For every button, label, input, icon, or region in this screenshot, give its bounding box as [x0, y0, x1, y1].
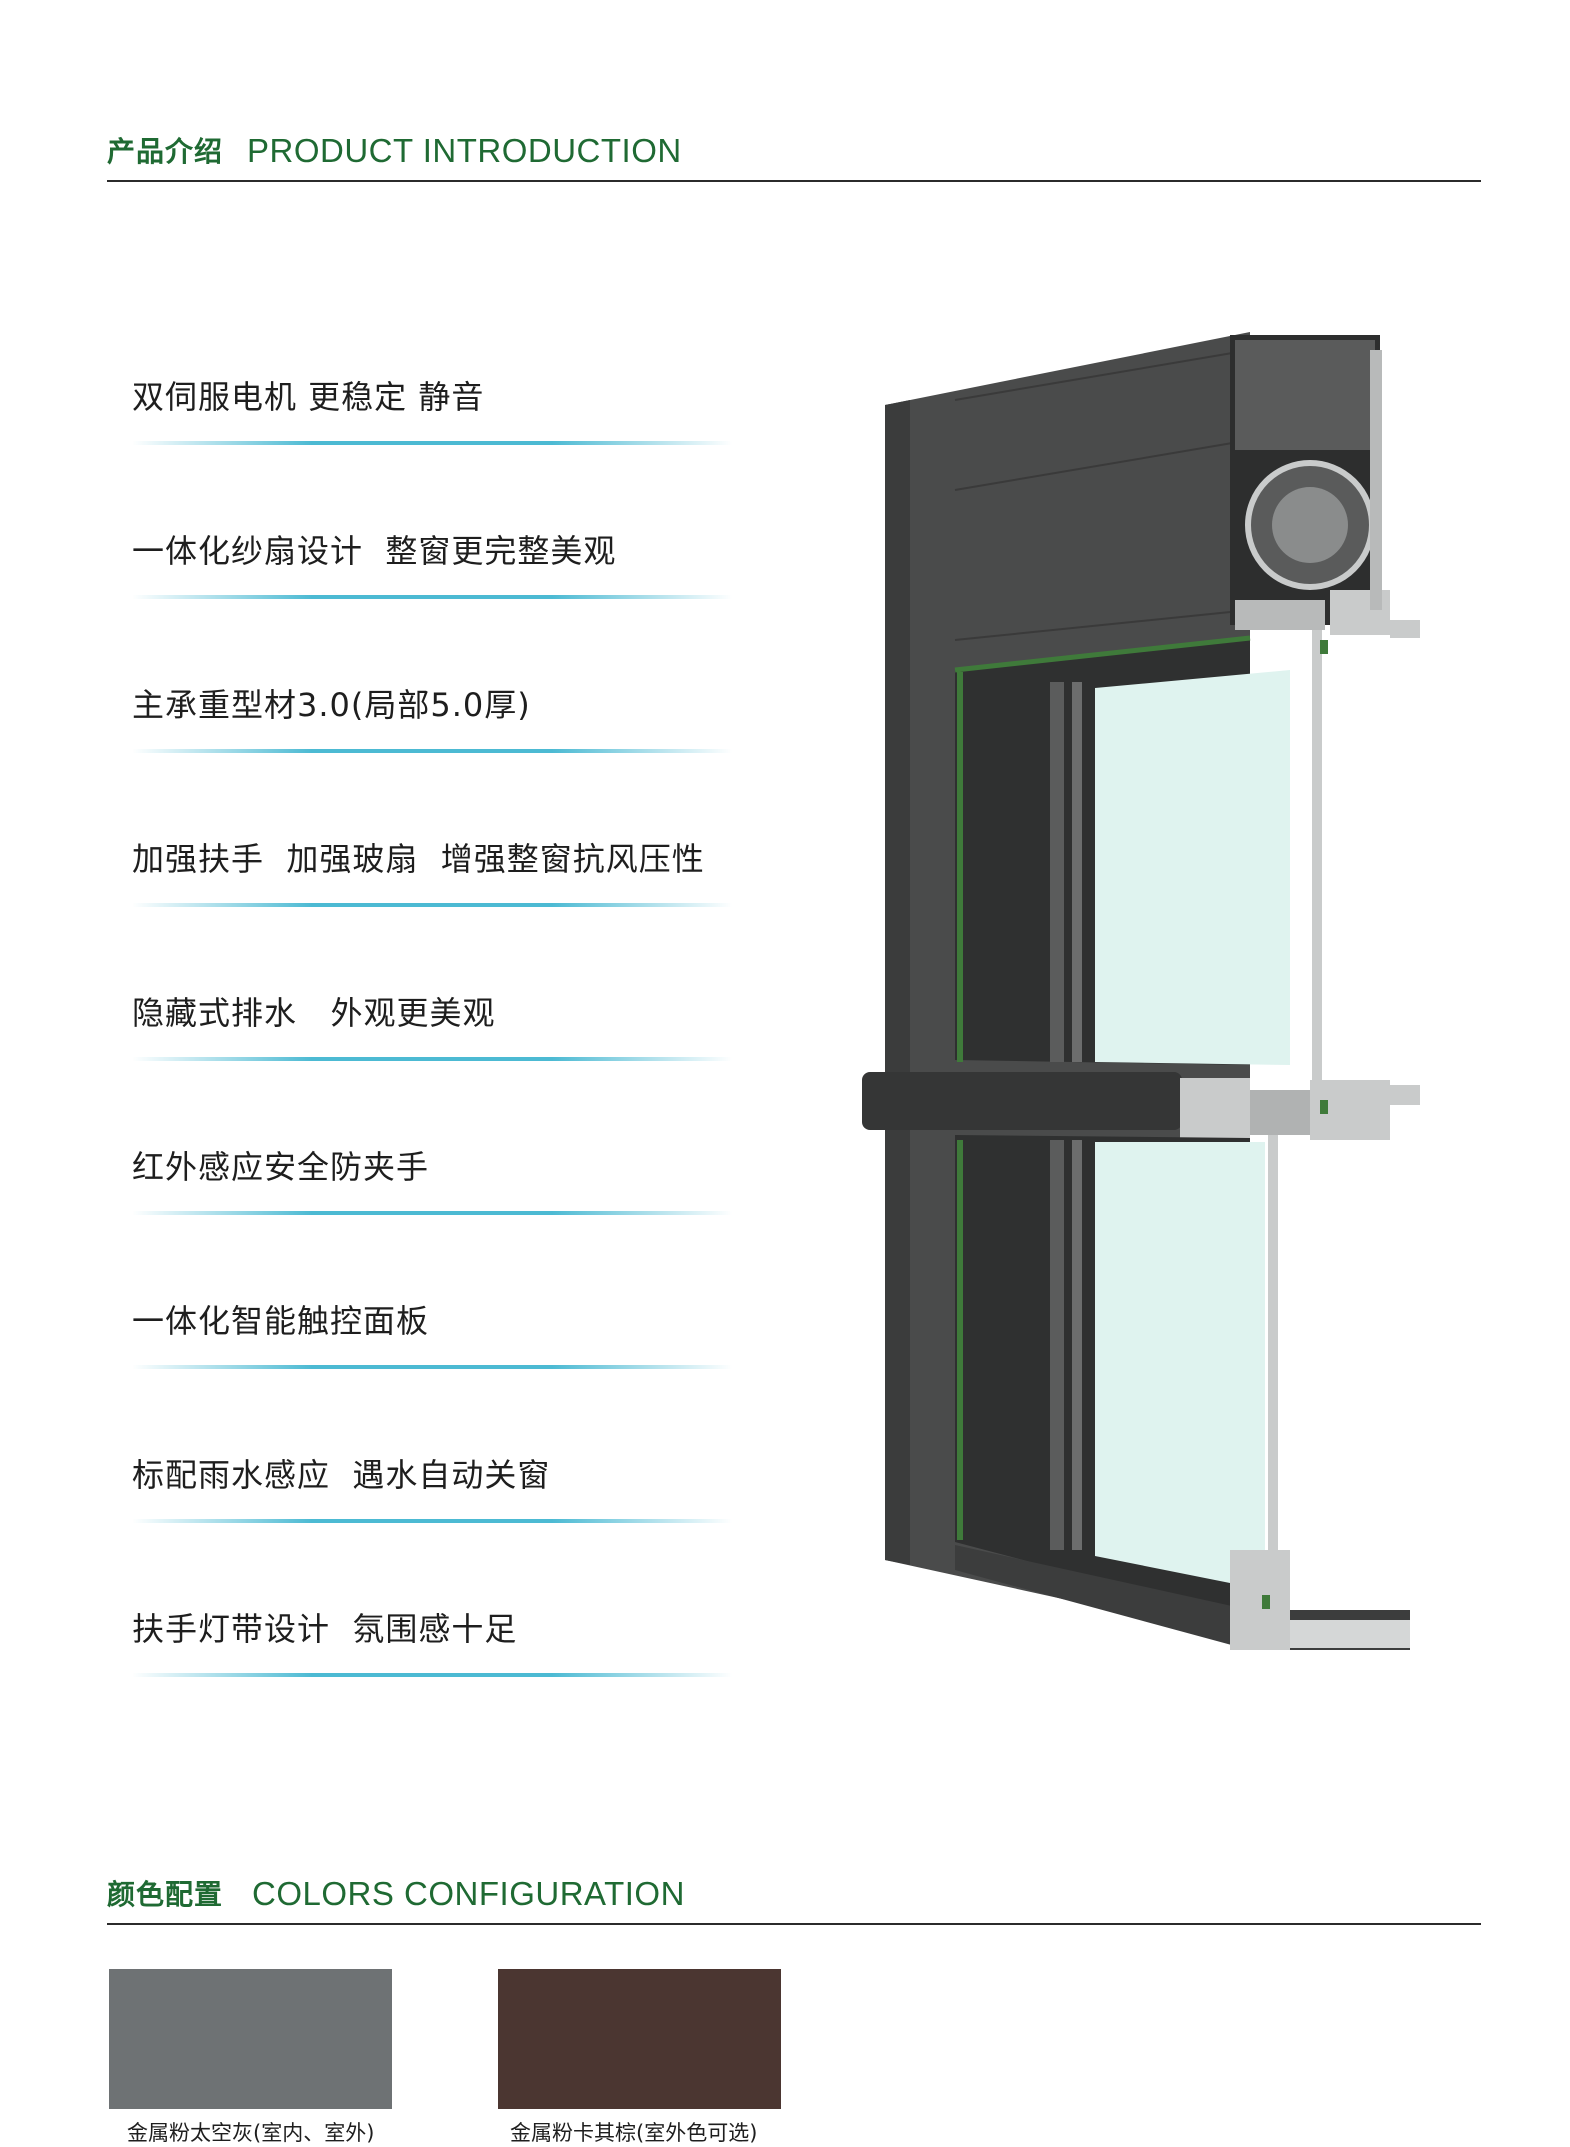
feature-item: 加强扶手 加强玻扇 增强整窗抗风压性: [132, 798, 752, 952]
feature-item: 红外感应安全防夹手: [132, 1106, 752, 1260]
feature-divider: [132, 1365, 732, 1369]
upper-glass: [1095, 670, 1290, 1065]
feature-text: 隐藏式排水 外观更美观: [132, 994, 496, 1032]
feature-text: 主承重型材3.0(局部5.0厚): [132, 686, 531, 724]
feature-item: 扶手灯带设计 氛围感十足: [132, 1568, 752, 1722]
feature-divider: [132, 903, 732, 907]
feature-item: 一体化纱扇设计 整窗更完整美观: [132, 490, 752, 644]
feature-divider: [132, 1211, 732, 1215]
feature-text: 一体化纱扇设计 整窗更完整美观: [132, 532, 617, 570]
feature-divider: [132, 749, 732, 753]
feature-item: 标配雨水感应 遇水自动关窗: [132, 1414, 752, 1568]
feature-divider: [132, 1519, 732, 1523]
colors-section-header: 颜色配置 COLORS CONFIGURATION: [107, 1843, 1481, 1925]
feature-item: 主承重型材3.0(局部5.0厚): [132, 644, 752, 798]
handrail: [862, 1072, 1182, 1130]
colors-title-en: COLORS CONFIGURATION: [252, 1875, 685, 1912]
feature-divider: [132, 595, 732, 599]
feature-divider: [132, 1057, 732, 1061]
feature-item: 双伺服电机 更稳定 静音: [132, 336, 752, 490]
feature-text: 扶手灯带设计 氛围感十足: [132, 1610, 518, 1648]
color-swatch-space-gray: [109, 1969, 392, 2109]
feature-text: 红外感应安全防夹手: [132, 1148, 430, 1186]
intro-title-cn: 产品介绍: [107, 135, 224, 168]
intro-title-en: PRODUCT INTRODUCTION: [247, 132, 682, 169]
color-swatch-label: 金属粉太空灰(室内、室外): [127, 2121, 375, 2145]
intro-section-header: 产品介绍 PRODUCT INTRODUCTION: [107, 100, 1481, 182]
feature-item: 一体化智能触控面板: [132, 1260, 752, 1414]
feature-item: 隐藏式排水 外观更美观: [132, 952, 752, 1106]
color-swatch-khaki-brown: [498, 1969, 781, 2109]
lower-glass: [1095, 1142, 1265, 1590]
window-section-illustration: [862, 332, 1420, 1650]
colors-title-cn: 颜色配置: [107, 1878, 224, 1911]
feature-divider: [132, 1673, 732, 1677]
color-swatch-label: 金属粉卡其棕(室外色可选): [510, 2121, 758, 2145]
outer-frame-edge: [885, 400, 910, 1565]
feature-text: 双伺服电机 更稳定 静音: [132, 378, 485, 416]
feature-text: 一体化智能触控面板: [132, 1302, 430, 1340]
feature-text: 加强扶手 加强玻扇 增强整窗抗风压性: [132, 840, 705, 878]
feature-text: 标配雨水感应 遇水自动关窗: [132, 1456, 551, 1494]
feature-divider: [132, 441, 732, 445]
